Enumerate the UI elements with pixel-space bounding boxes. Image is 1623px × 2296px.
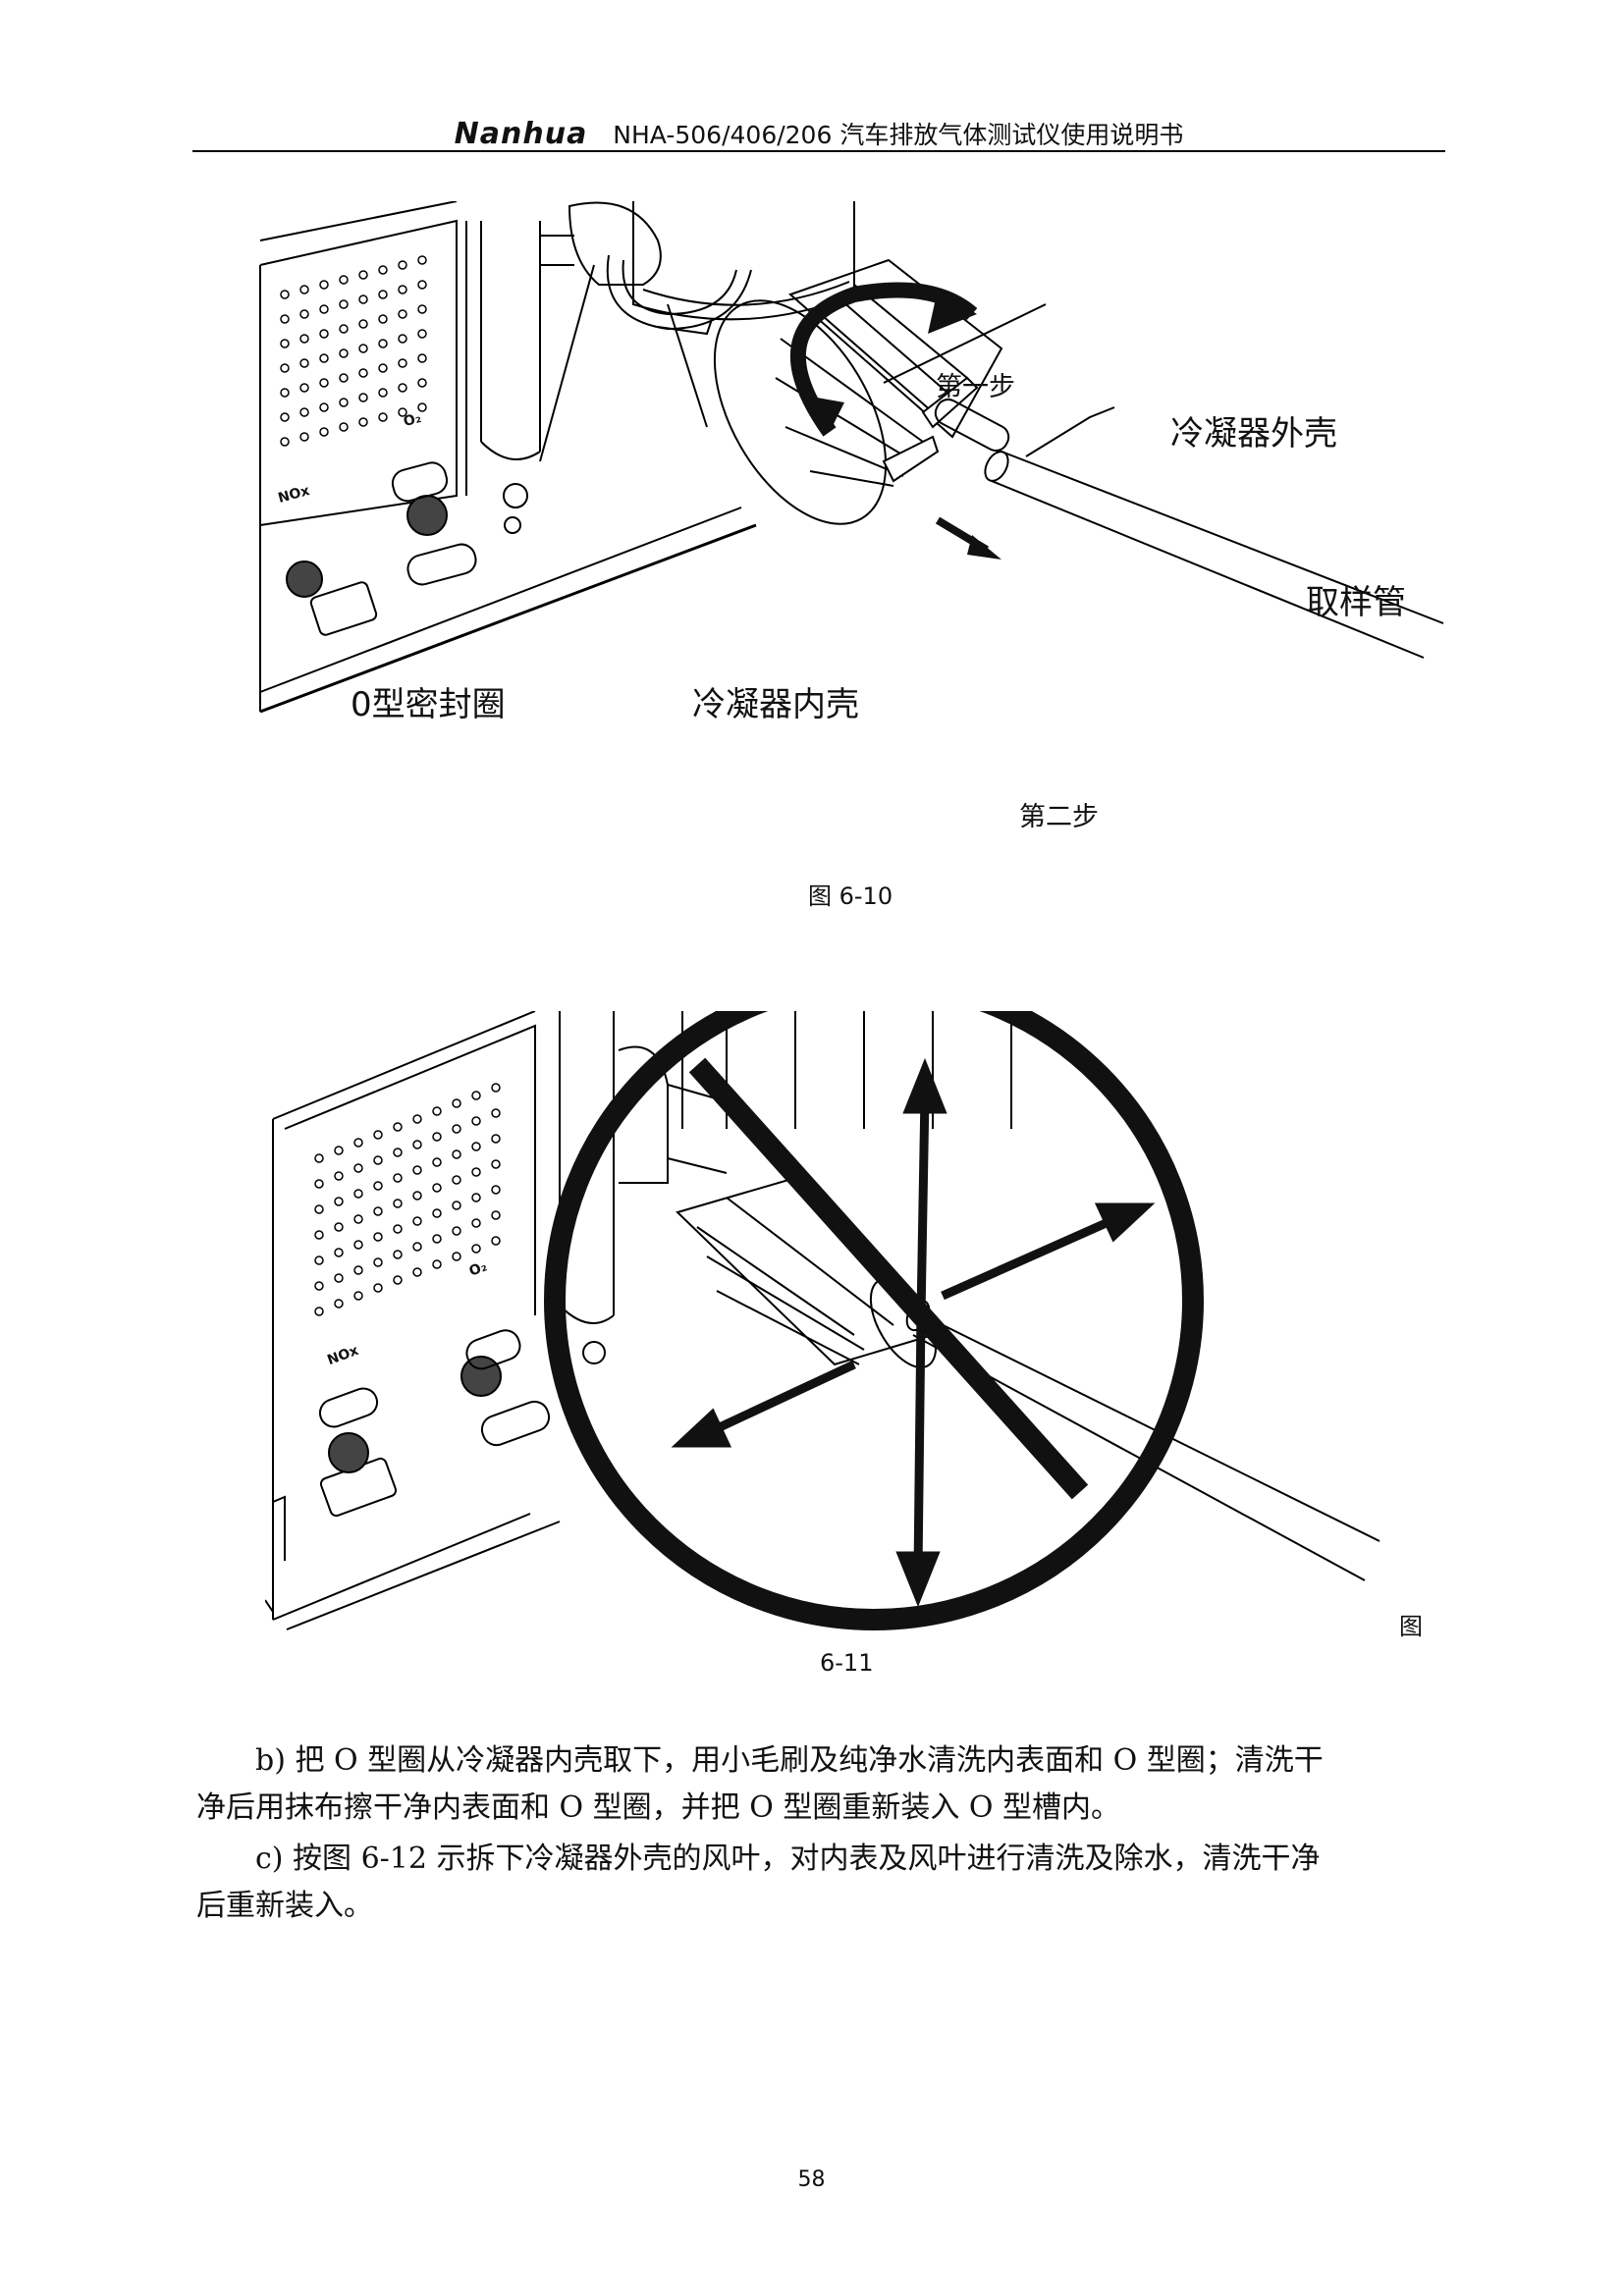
- caption-figure-6-10: 图 6-10: [808, 882, 893, 910]
- figure-6-11-illustration: [265, 1011, 1380, 1630]
- paragraph-c: c) 按图 6-12 示拆下冷凝器外壳的风叶，对内表及风叶进行清洗及除水，清洗干…: [196, 1836, 1445, 1930]
- manual-title: NHA-506/406/206 汽车排放气体测试仪使用说明书: [613, 121, 1184, 149]
- brand-logo: Nanhua: [454, 117, 588, 151]
- caption-figure-6-11-number: 6-11: [820, 1649, 874, 1677]
- label-step-1: 第一步: [936, 372, 1015, 402]
- paragraph-b-line-2: 净后用抹布擦干净内表面和 O 型圈，并把 O 型圈重新装入 O 型槽内。: [196, 1790, 1121, 1825]
- figure-6-10-illustration: [259, 201, 1444, 714]
- label-step-2: 第二步: [1019, 802, 1099, 832]
- caption-figure-6-11-prefix: 图: [1399, 1613, 1423, 1640]
- paragraph-b-line-1: b) 把 O 型圈从冷凝器内壳取下，用小毛刷及纯净水清洗内表面和 O 型圈；清洗…: [255, 1743, 1324, 1778]
- label-o-ring-seal: 0型密封圈: [351, 685, 506, 724]
- page-number: 58: [797, 2167, 826, 2192]
- paragraph-b: b) 把 O 型圈从冷凝器内壳取下，用小毛刷及纯净水清洗内表面和 O 型圈；清洗…: [196, 1737, 1445, 1832]
- label-condenser-inner-shell: 冷凝器内壳: [692, 685, 859, 724]
- page-header: Nanhua NHA-506/406/206 汽车排放气体测试仪使用说明书: [192, 116, 1445, 151]
- paragraph-c-line-2: 后重新装入。: [196, 1889, 373, 1923]
- paragraph-c-line-1: c) 按图 6-12 示拆下冷凝器外壳的风叶，对内表及风叶进行清洗及除水，清洗干…: [255, 1842, 1321, 1876]
- label-sampling-tube: 取样管: [1306, 583, 1406, 622]
- header-rule: [192, 150, 1445, 152]
- label-condenser-outer-shell: 冷凝器外壳: [1170, 414, 1337, 454]
